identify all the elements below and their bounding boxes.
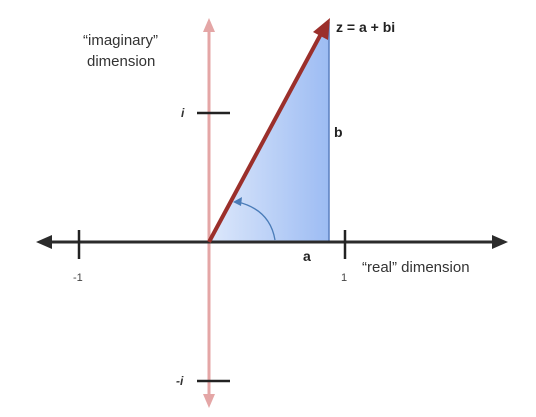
real-axis-arrow-right (492, 235, 508, 249)
real-axis (36, 235, 508, 249)
leg-label-a: a (303, 248, 311, 264)
tick-label-neg-i: -i (176, 374, 184, 388)
angle-arc (237, 201, 276, 241)
imaginary-axis-arrow-up (203, 18, 215, 32)
real-axis-arrow-left (36, 235, 52, 249)
vector-z (207, 18, 330, 243)
tick-label-neg-one: -1 (73, 272, 83, 284)
imaginary-axis-label-line2: dimension (87, 53, 155, 70)
real-axis-label: “real” dimension (362, 259, 470, 276)
imaginary-axis (203, 18, 215, 408)
tick-label-one: 1 (341, 272, 347, 284)
tick-label-i: i (181, 106, 185, 120)
vector-z-arrowhead (313, 18, 330, 40)
imaginary-axis-label-line1: “imaginary” (83, 32, 158, 49)
leg-label-b: b (334, 124, 343, 140)
imaginary-axis-arrow-down (203, 394, 215, 408)
angle-arc-arrowhead (233, 197, 242, 206)
vector-z-label: z = a + bi (336, 19, 395, 35)
